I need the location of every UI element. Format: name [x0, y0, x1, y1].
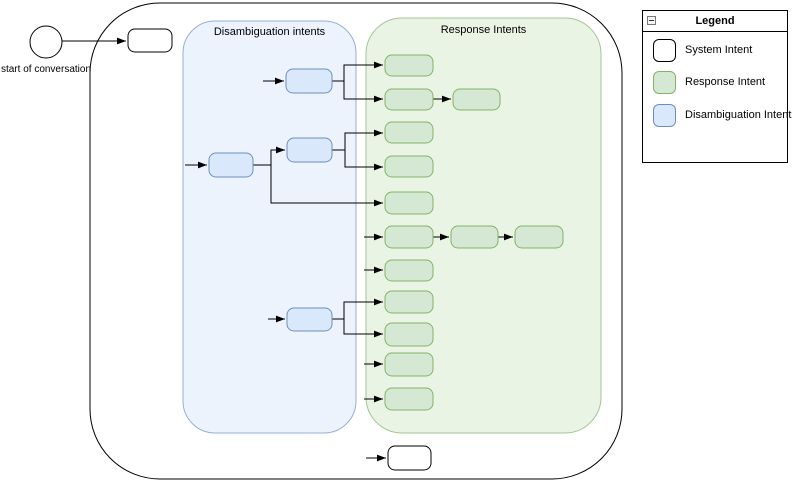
- legend-collapse-button[interactable]: [647, 16, 656, 25]
- disambiguation-intent-node[interactable]: [285, 68, 333, 94]
- response-intent-node[interactable]: [384, 352, 434, 377]
- edge: [332, 149, 383, 171]
- conversation-container: [89, 2, 623, 480]
- system-intent-node[interactable]: [127, 28, 173, 53]
- response-intent-node[interactable]: [384, 290, 434, 314]
- disambiguation-intent-node[interactable]: [286, 137, 333, 163]
- legend-label-disambiguation: Disambiguation Intent: [685, 109, 792, 121]
- response-intent-node[interactable]: [384, 322, 434, 347]
- response-intent-node[interactable]: [452, 88, 501, 111]
- response-intent-node[interactable]: [384, 387, 434, 411]
- response-intent-node[interactable]: [514, 225, 564, 249]
- legend-swatch-disambiguation: [653, 104, 676, 127]
- response-intent-node[interactable]: [450, 225, 499, 249]
- disambiguation-intent-node[interactable]: [286, 307, 333, 332]
- legend-swatch-response: [653, 71, 676, 94]
- start-of-conversation-node[interactable]: [29, 25, 63, 59]
- legend-label-response: Response Intent: [685, 76, 766, 88]
- legend-title: Legend: [695, 15, 735, 27]
- response-intent-node[interactable]: [384, 225, 434, 249]
- disambiguation-region-title: Disambiguation intents: [214, 26, 326, 38]
- edge: [332, 80, 383, 103]
- response-region-title: Response Intents: [441, 24, 527, 36]
- start-of-conversation-label: start of conversation: [1, 64, 91, 75]
- legend-header: Legend: [643, 11, 787, 32]
- response-intent-node[interactable]: [384, 155, 434, 178]
- edge: [253, 164, 383, 207]
- legend-label-system: System Intent: [685, 44, 753, 56]
- response-intent-node[interactable]: [384, 54, 434, 77]
- response-intent-node[interactable]: [384, 191, 434, 215]
- minus-icon: [649, 20, 654, 21]
- response-intent-node[interactable]: [384, 121, 434, 144]
- legend-swatch-system: [653, 39, 676, 62]
- legend-panel: Legend System Intent Response Intent Dis…: [642, 10, 792, 163]
- system-intent-node[interactable]: [387, 445, 432, 471]
- response-intent-node[interactable]: [384, 259, 434, 282]
- disambiguation-intent-node[interactable]: [208, 152, 254, 178]
- response-intent-node[interactable]: [384, 88, 434, 111]
- edge: [332, 318, 383, 338]
